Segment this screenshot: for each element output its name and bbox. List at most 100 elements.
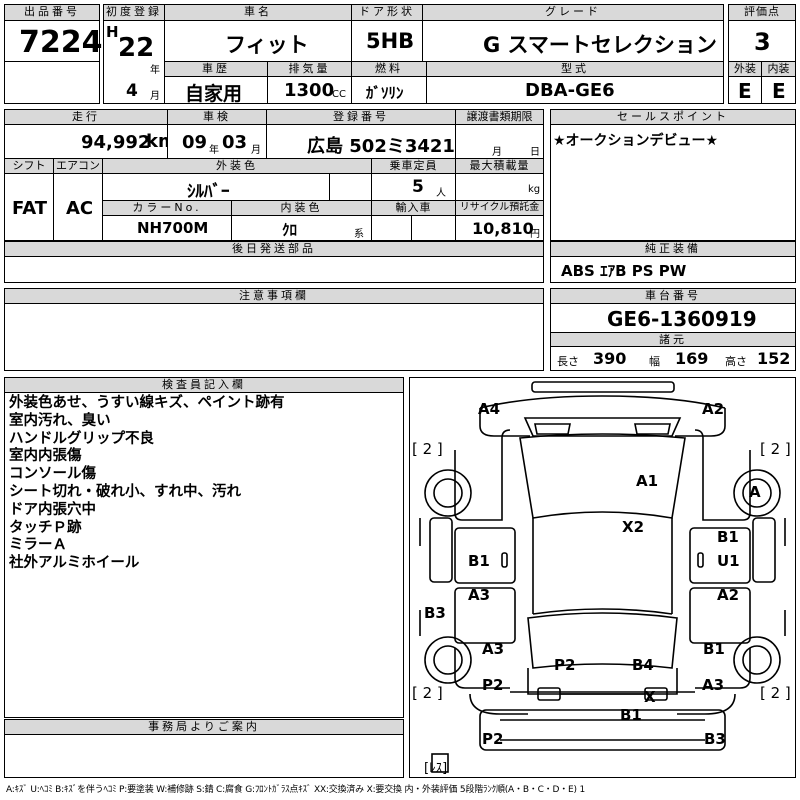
inspection-month-unit: 月 xyxy=(251,145,261,156)
color-no-cell: NH700M xyxy=(102,215,232,241)
office-label: 事務局よりご案内 xyxy=(4,719,404,735)
chassis-cell: GE6-1360919 xyxy=(550,303,796,333)
height-value: 152 xyxy=(757,349,791,368)
chassis-label: 車台番号 xyxy=(550,288,796,304)
specs-cell: 長さ 390 幅 169 高さ 152 xyxy=(550,346,796,371)
first-reg-month-unit: 月 xyxy=(150,91,160,102)
aircon-cell: AC xyxy=(53,173,103,241)
later-parts-cell xyxy=(4,256,544,283)
inspection-cell: 09 年 03 月 xyxy=(167,124,267,159)
transfer-day-unit: 日 xyxy=(530,147,540,158)
lot-no-label: 出品番号 xyxy=(4,4,100,21)
mark-b1-left: B1 xyxy=(468,552,490,570)
interior-cell: E xyxy=(761,76,796,104)
mark-x: X xyxy=(644,688,656,706)
later-parts-label: 後日発送部品 xyxy=(4,241,544,257)
mark-b4: B4 xyxy=(632,656,654,674)
shift-label: シフト xyxy=(4,158,54,174)
door-type-cell: 5HB xyxy=(351,20,423,62)
displacement-label: 排気量 xyxy=(267,61,352,77)
chassis-value: GE6-1360919 xyxy=(607,307,757,331)
first-reg-label: 初度登録 xyxy=(103,4,165,21)
int-color-value: ｸﾛ xyxy=(282,221,298,239)
inspection-year-unit: 年 xyxy=(209,145,219,156)
int-color-cell: ｸﾛ 系 xyxy=(231,215,372,241)
history-cell: 自家用 xyxy=(164,76,268,105)
inspector-line: ハンドルグリップ不良 xyxy=(9,430,154,447)
tire-top-left: [ 2 ] xyxy=(412,440,443,458)
recycle-value: 10,810 xyxy=(472,219,534,238)
first-reg-era: H xyxy=(106,23,119,41)
shift-cell: FAT xyxy=(4,173,54,241)
ext-color-label: 外装色 xyxy=(102,158,372,174)
mark-b1-bottom: B1 xyxy=(620,706,642,724)
height-label: 高さ xyxy=(725,355,747,368)
color-no-label: カラーNo. xyxy=(102,200,232,216)
sales-point-value: ★オークションデビュー★ xyxy=(553,133,719,149)
notes-label: 注意事項欄 xyxy=(4,288,544,304)
score-cell: 3 xyxy=(728,20,796,62)
first-reg-month: 4 xyxy=(126,81,138,101)
exterior-label: 外装 xyxy=(728,61,762,77)
mark-b1-right-lower: B1 xyxy=(703,640,725,658)
lot-no-value: 7224 xyxy=(19,25,103,60)
mark-b3-left: B3 xyxy=(424,604,446,622)
car-diagram xyxy=(419,381,786,773)
ext-color-blank xyxy=(329,173,372,201)
max-load-cell: kg xyxy=(455,173,544,201)
tire-bottom-right: [ 2 ] xyxy=(760,684,791,702)
office-cell xyxy=(4,734,404,778)
inspector-line: 外装色あせ、うすい線キズ、ペイント跡有 xyxy=(9,395,285,411)
legend: A:ｷｽﾞ U:ﾍｺﾐ B:ｷｽﾞを伴うﾍｺﾐ P:要塗装 W:補修跡 S:錆 … xyxy=(6,785,585,795)
mark-a3-right: A3 xyxy=(702,676,725,694)
mark-a2-right: A2 xyxy=(717,586,740,604)
inspection-month: 03 xyxy=(222,132,248,153)
notes-cell xyxy=(4,303,544,371)
inspection-year: 09 xyxy=(182,132,208,153)
import-divider xyxy=(411,215,412,241)
transfer-month-unit: 月 xyxy=(492,147,502,158)
exterior-cell: E xyxy=(728,76,762,104)
inspector-line: 社外アルミホイール xyxy=(9,555,140,572)
door-type-value: 5HB xyxy=(366,29,415,53)
plate-label: 登録番号 xyxy=(266,109,456,125)
tire-bottom-left: [ 2 ] xyxy=(412,684,443,702)
mileage-value: 94,992 xyxy=(81,132,151,153)
aircon-value: AC xyxy=(66,198,94,219)
inspector-line: シート切れ・破れ小、すれ中、汚れ xyxy=(9,483,241,500)
car-name-value: フィット xyxy=(225,33,309,57)
car-diagram-frame: A4 A2 [ 2 ] [ 2 ] A1 A X2 B1 B1 U1 A3 A2… xyxy=(409,377,796,778)
mark-p2-left: P2 xyxy=(482,676,504,694)
fuel-cell: ｶﾞｿﾘﾝ xyxy=(351,76,427,104)
inspector-line: ドア内張穴中 xyxy=(9,501,96,518)
plate-cell: 広島 502ミ3421 xyxy=(266,124,456,159)
ext-color-cell: ｼﾙﾊﾞｰ xyxy=(102,173,330,202)
transfer-deadline-cell: 月 日 xyxy=(455,124,544,159)
mark-a3-left: A3 xyxy=(468,586,491,604)
recycle-unit: 円 xyxy=(530,229,540,240)
mark-b1-right: B1 xyxy=(717,528,739,546)
inspector-line: ミラーＡ xyxy=(9,537,67,554)
lot-no-cell: 7224 xyxy=(4,20,103,62)
capacity-cell: 5 人 xyxy=(371,173,456,201)
import-label: 輸入車 xyxy=(371,200,456,216)
sales-point-label: セールスポイント xyxy=(550,109,796,125)
interior-value: E xyxy=(772,79,786,103)
history-value: 自家用 xyxy=(185,83,243,105)
inspector-line: コンソール傷 xyxy=(9,466,96,483)
color-no-value: NH700M xyxy=(137,219,209,237)
mark-a2-top-right: A2 xyxy=(702,400,725,418)
first-reg-year: 22 xyxy=(118,33,155,63)
tire-top-right: [ 2 ] xyxy=(760,440,791,458)
spare-label: [ﾚｽ] xyxy=(424,761,448,776)
width-value: 169 xyxy=(675,349,709,368)
equipment-label: 純正装備 xyxy=(550,241,796,257)
equipment-cell: ABS ｴｱB PS PW xyxy=(550,256,796,283)
mark-p2-bottom: P2 xyxy=(482,730,504,748)
int-color-suffix: 系 xyxy=(354,229,364,240)
displacement-value: 1300 xyxy=(284,80,335,101)
length-value: 390 xyxy=(593,349,627,368)
model-code-label: 型式 xyxy=(426,61,724,77)
door-type-label: ドア形状 xyxy=(351,4,423,21)
grade-cell: G スマートセレクション xyxy=(422,20,724,62)
